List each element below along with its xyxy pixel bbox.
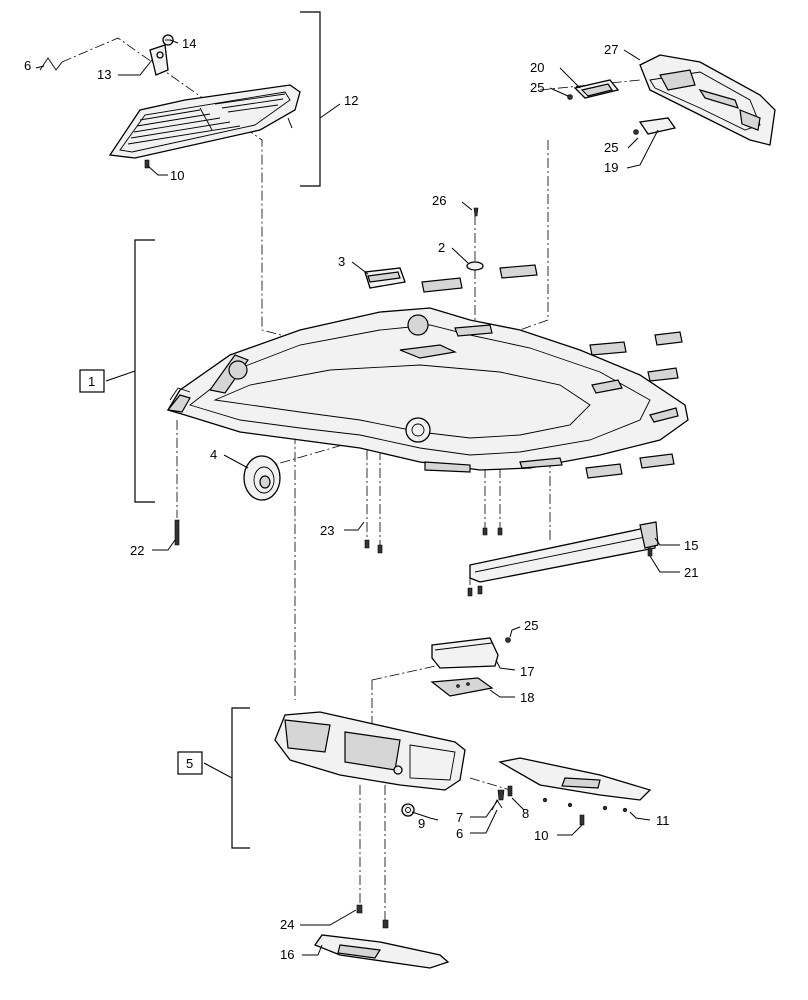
part-6-wire-top [39, 57, 63, 71]
callout-10-top: 10 [170, 168, 184, 183]
callout-22: 22 [130, 543, 144, 558]
callout-23: 23 [320, 523, 334, 538]
group-bracket-1 [79, 239, 155, 503]
part-4-speaker-cover [243, 455, 281, 501]
callout-24: 24 [280, 917, 294, 932]
part-25-screw-mid [505, 637, 511, 643]
callout-4: 4 [210, 447, 217, 462]
part-14-screw [162, 34, 174, 46]
callout-5: 5 [186, 756, 193, 771]
callout-6-top: 6 [24, 58, 31, 73]
callout-3: 3 [338, 254, 345, 269]
clip-group-top [421, 264, 683, 479]
callout-25-mid: 25 [524, 618, 538, 633]
part-15-rail [469, 521, 659, 583]
callout-7: 7 [456, 810, 463, 825]
callout-18: 18 [520, 690, 534, 705]
callout-10-bottom: 10 [534, 828, 548, 843]
callout-25-top: 25 [530, 80, 544, 95]
part-12-grille [108, 84, 301, 159]
part-1-headliner [166, 307, 689, 473]
part-11-panel [498, 757, 652, 813]
part-25-screws-top [567, 94, 639, 135]
part-5-console [274, 711, 466, 791]
part-18-lens [430, 677, 494, 697]
group-bracket-5 [177, 707, 250, 849]
part-9-ring [401, 803, 415, 817]
part-17-housing [431, 637, 499, 669]
callout-16: 16 [280, 947, 294, 962]
callout-labels: 6 13 14 10 12 20 25 27 25 19 26 2 3 1 4 … [24, 36, 698, 962]
part-21-screws [467, 547, 653, 597]
part-10-screw-bottom [579, 814, 585, 826]
part-24-screws [356, 904, 389, 929]
callout-6-bottom: 6 [456, 826, 463, 841]
callout-21: 21 [684, 565, 698, 580]
callout-14: 14 [182, 36, 196, 51]
callout-11: 11 [656, 813, 670, 828]
part-7-8-fasteners [497, 785, 513, 801]
callout-9: 9 [418, 816, 425, 831]
part-20-lamp [573, 79, 620, 99]
part-26-screw [473, 207, 479, 217]
callout-27: 27 [604, 42, 618, 57]
center-lines [61, 37, 641, 925]
callout-20: 20 [530, 60, 544, 75]
callout-25-right: 25 [604, 140, 618, 155]
callout-8: 8 [522, 806, 529, 821]
callout-2: 2 [438, 240, 445, 255]
part-3-vent [364, 267, 406, 289]
callout-17: 17 [520, 664, 534, 679]
part-19-lamp [638, 117, 677, 135]
callout-12: 12 [344, 93, 358, 108]
part-2-ring [466, 261, 484, 271]
part-13-bracket [149, 44, 169, 76]
leader-lines [35, 39, 680, 956]
part-27-console [639, 54, 776, 146]
callout-26: 26 [432, 193, 446, 208]
group-bracket-12 [300, 11, 341, 187]
part-23-screws [364, 527, 503, 554]
callout-1: 1 [88, 374, 95, 389]
callout-15: 15 [684, 538, 698, 553]
part-22-screw [174, 420, 180, 546]
callout-13: 13 [97, 67, 111, 82]
callout-19: 19 [604, 160, 618, 175]
part-16-trim [313, 934, 450, 969]
